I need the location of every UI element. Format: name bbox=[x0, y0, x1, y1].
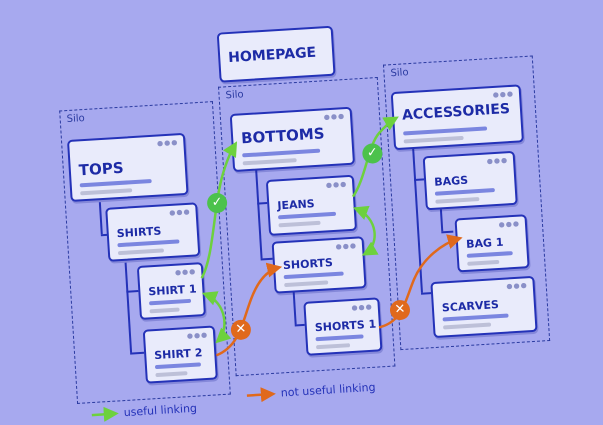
link-shirt2-shorts bbox=[215, 262, 283, 357]
link-jeans-accessories bbox=[351, 116, 399, 198]
link-jeans-shorts bbox=[352, 205, 379, 256]
legend-useful-arrow bbox=[91, 406, 119, 422]
link-shirt1-bottoms bbox=[200, 141, 238, 279]
legend-not-useful-arrow bbox=[246, 387, 276, 403]
link-shirt1-shirt2 bbox=[201, 291, 232, 344]
link-shorts1-bag1 bbox=[378, 234, 463, 329]
